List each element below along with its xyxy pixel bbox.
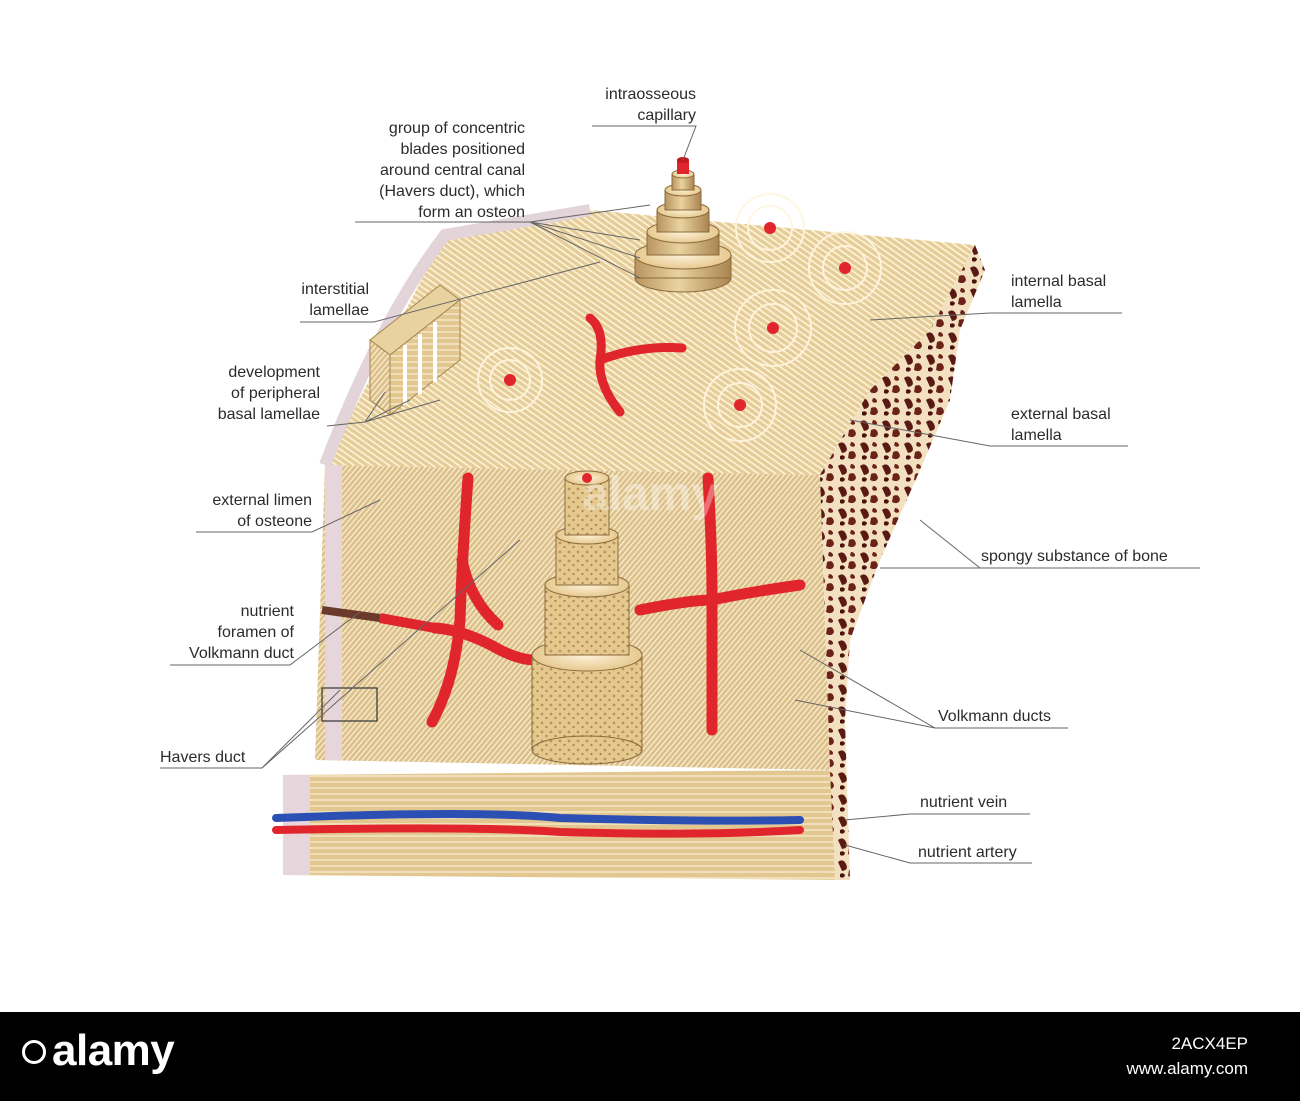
- footer-image-id: 2ACX4EP: [1171, 1034, 1248, 1053]
- label-peripheral-basal-lamellae: development of peripheral basal lamellae: [217, 364, 320, 423]
- label-spongy-substance: spongy substance of bone: [981, 548, 1168, 565]
- footer-site[interactable]: www.alamy.com: [1126, 1059, 1248, 1078]
- bone-illustration: alamy: [160, 125, 1200, 880]
- label-intraosseous-capillary: intraosseous capillary: [605, 86, 696, 124]
- periosteum-strip: [283, 775, 310, 875]
- label-osteon-group: group of concentric blades positioned ar…: [379, 120, 525, 221]
- interstitial-lamellae-block: [369, 284, 461, 417]
- bone-structure-diagram: alamy intraosseous capillary group of co…: [160, 86, 1200, 880]
- label-external-basal-lamella: external basal lamella: [1011, 406, 1111, 444]
- label-nutrient-artery: nutrient artery: [918, 844, 1017, 861]
- nutrient-artery-vessel: [272, 824, 804, 838]
- watermark-text: alamy: [582, 468, 718, 521]
- label-nutrient-foramen: nutrient foramen of Volkmann duct: [189, 603, 294, 662]
- bone-top-surface: [325, 210, 975, 475]
- label-nutrient-vein: nutrient vein: [920, 794, 1008, 811]
- surface-osteon-rings: [477, 193, 882, 442]
- top-osteon: [634, 169, 732, 293]
- spongy-bone: [820, 245, 985, 880]
- label-external-limen: external limen of osteone: [212, 492, 312, 530]
- top-osteon-capillary: [677, 160, 689, 174]
- label-interstitial-lamellae: interstitial lamellae: [301, 281, 369, 319]
- bone-lower-layer: [283, 770, 850, 880]
- label-internal-basal-lamella: internal basal lamella: [1011, 273, 1107, 311]
- leader-lines: [160, 125, 1200, 864]
- label-volkmann-ducts: Volkmann ducts: [938, 708, 1051, 725]
- label-havers-duct: Havers duct: [160, 749, 246, 766]
- nutrient-foramen-canal: [321, 606, 381, 622]
- surface-capillary-dots: [504, 222, 851, 411]
- front-osteon-capillary: [582, 473, 592, 483]
- footer-brand: alamy: [52, 1026, 175, 1075]
- surface-vessel: [585, 313, 687, 417]
- stock-footer-bar: alamy 2ACX4EP www.alamy.com: [0, 1012, 1300, 1101]
- alamy-logo-icon: [22, 1040, 46, 1064]
- volkmann-vessels: [426, 472, 806, 736]
- nutrient-vein-vessel: [272, 810, 804, 825]
- front-osteon: [531, 470, 643, 765]
- havers-duct-inset: [321, 687, 378, 722]
